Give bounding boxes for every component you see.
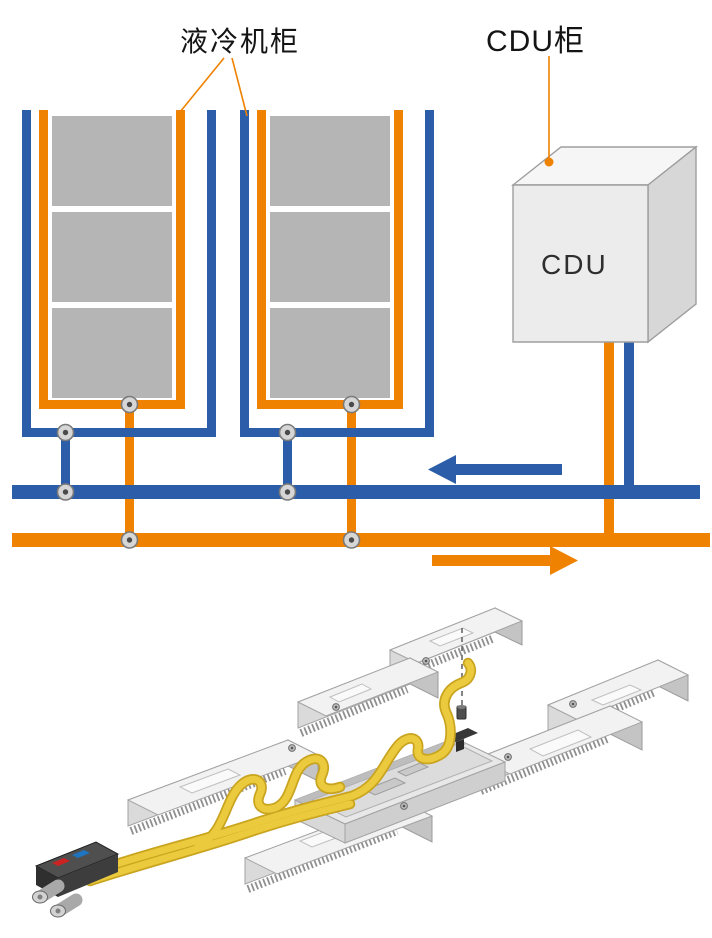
valve [278,483,297,501]
dark-elbow-fitting [456,739,464,752]
connector-flange-front-right [58,854,118,897]
valve [120,531,139,549]
orange-pipe-left [257,110,266,409]
return-flow-arrow-right [432,546,578,575]
cold-plate-assembly [32,607,690,918]
blue-pipe-left [240,110,249,437]
server-block [52,308,172,398]
spring-screws [288,657,577,810]
cabinet-leader-line-2 [231,57,248,117]
cooling-schematic [12,56,710,575]
cdu-orange-riser [604,342,614,547]
server-block [270,212,390,302]
connector-red-mark [52,858,70,866]
coolant-hoses [84,657,477,887]
spring-screw [332,703,340,711]
tray-inner-block [396,762,430,777]
orange-pipe-right [394,110,403,409]
valve [120,395,139,414]
insertion-guide [456,628,467,720]
server-block [52,212,172,302]
cdu-blue-riser [624,342,634,499]
blue-pipe-right [207,110,216,437]
valves [56,395,361,549]
server-block [52,116,172,206]
spring-screw [422,657,430,665]
cdu-box-text: CDU [541,249,608,280]
orange-drop-pipe [347,409,356,547]
orange-pipe-left [39,110,48,409]
quick-connector [32,841,120,918]
valve [342,395,361,414]
blue-pipe-left [22,110,31,437]
server-block [270,308,390,398]
connector-port-hole [55,908,61,914]
server-block [270,116,390,206]
cabinet-label: 液冷机柜 [180,25,301,58]
liquid-cooled-cabinet-1 [22,110,216,547]
valve [56,483,75,501]
liquid-cooled-cabinet-2 [240,110,434,547]
screw-head [457,705,466,709]
cold-plate-module-3 [546,659,690,740]
connector-blue-mark [72,850,90,858]
blue-drop-pipe [61,437,70,499]
cabinet-leader-line-1 [179,57,225,113]
valve [342,531,361,549]
cdu-front-face [512,184,649,343]
spring-screw [288,744,296,752]
orange-return-main [12,533,710,547]
label-leaders [179,56,554,167]
cdu-leader-dot [544,157,554,167]
spring-screw [569,700,577,708]
valve [56,423,75,442]
cdu-box [510,145,699,344]
orange-pipe-right [176,110,185,409]
spring-screw [400,802,408,810]
tray-inner-block [363,777,407,796]
spring-screw [504,753,512,761]
supply-flow-arrow-left [428,455,562,484]
orange-pipe-bottom [257,400,403,409]
blue-pipe-bottom [240,428,434,437]
cold-plate-module-4 [476,705,644,795]
blue-pipe-bottom [22,428,216,437]
orange-drop-pipe [125,409,134,547]
orange-pipe-bottom [39,400,185,409]
cdu-cabinet-label: CDU柜 [486,25,585,58]
blue-drop-pipe [283,437,292,499]
cold-plate-module-2 [296,657,440,737]
connector-port-hole [37,894,43,900]
blue-supply-main [12,485,700,499]
valve [278,423,297,442]
blue-pipe-right [425,110,434,437]
